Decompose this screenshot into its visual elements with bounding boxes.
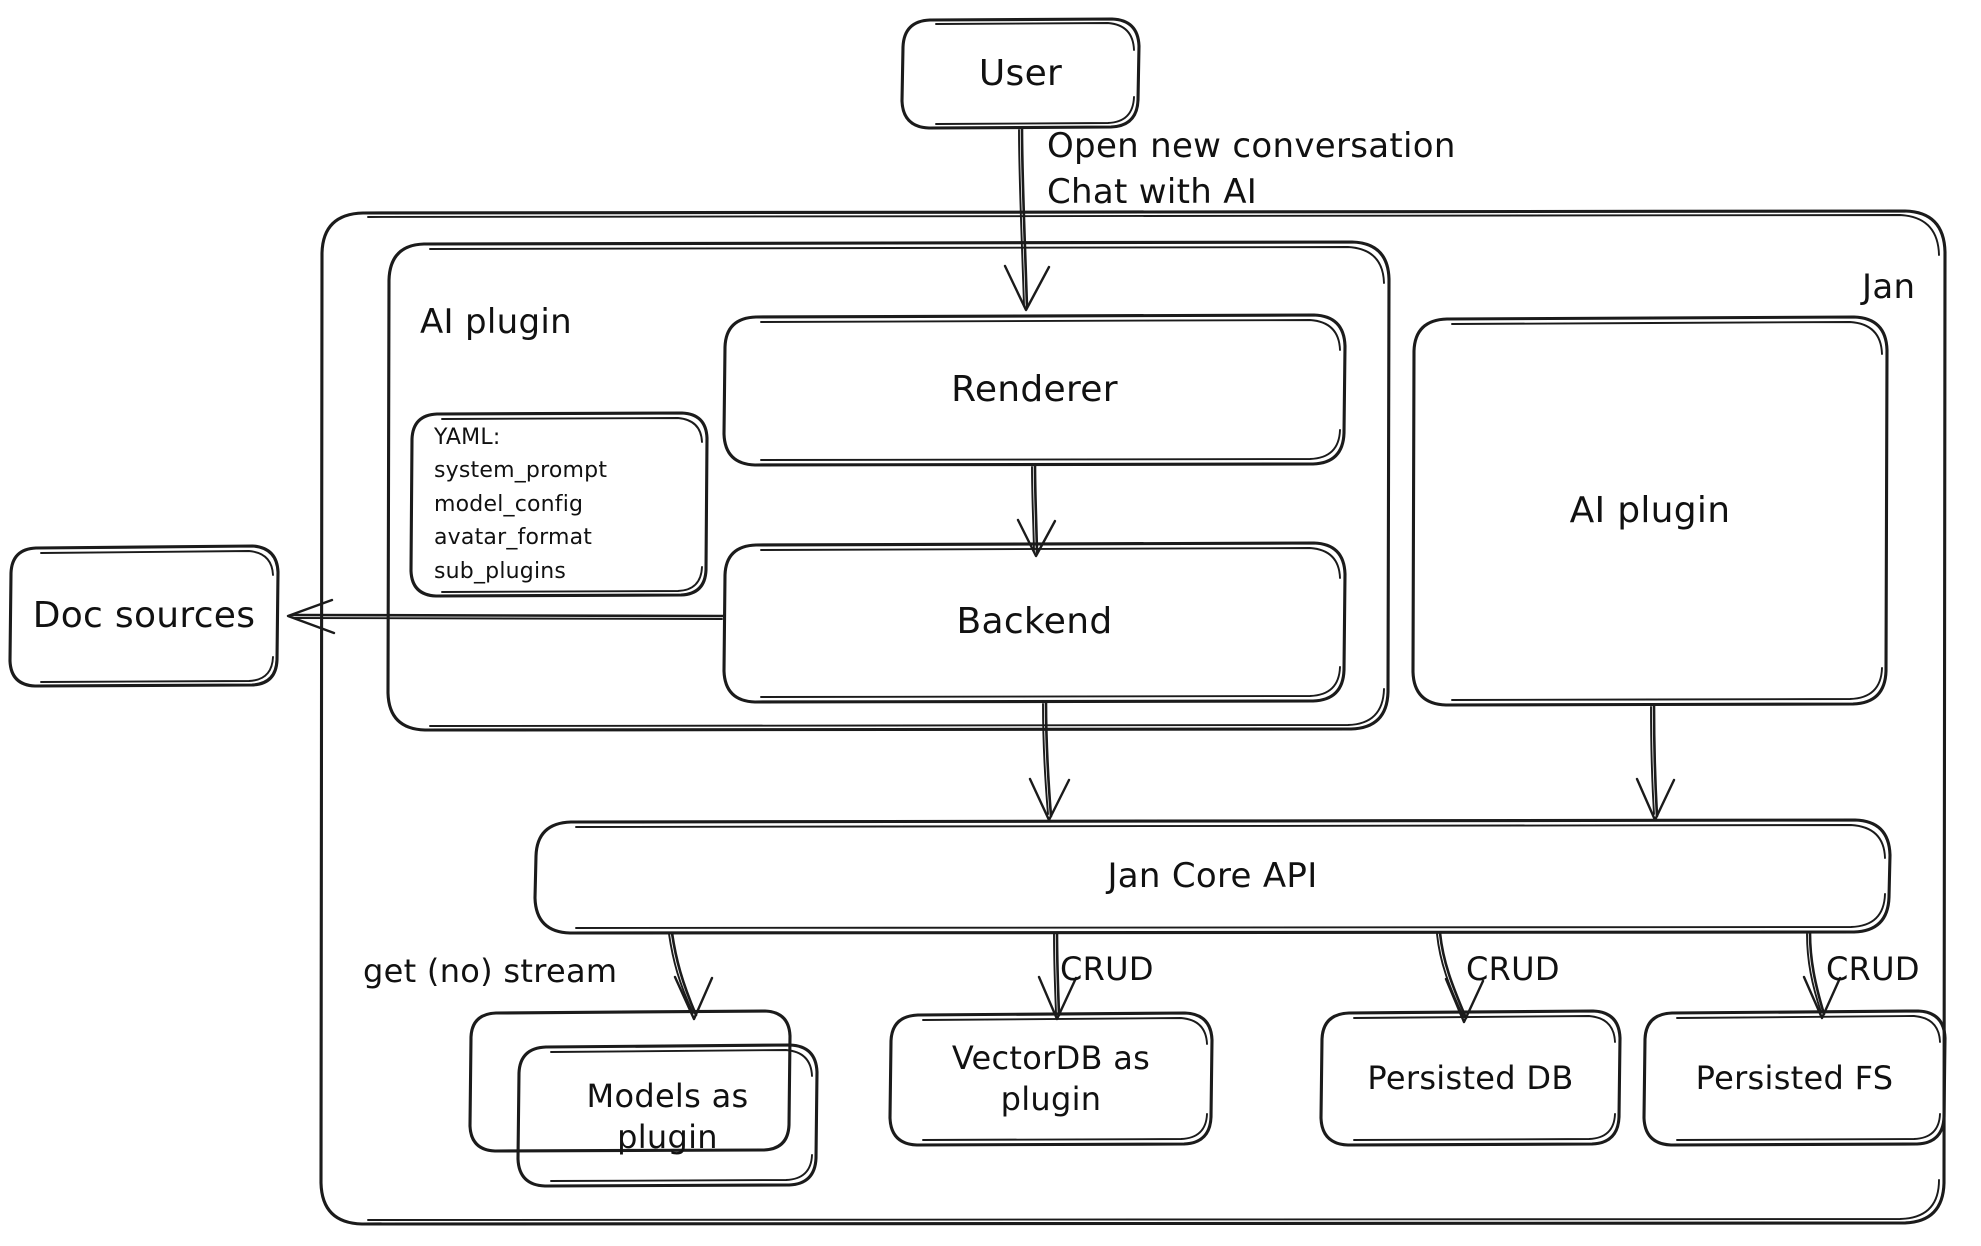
node-persisted-db[interactable]: Persisted DB [1367,1058,1574,1097]
edge-user-renderer [1003,126,1051,312]
node-user[interactable]: User [978,52,1063,94]
node-persisted-fs[interactable]: Persisted FS [1695,1058,1894,1097]
node-yaml-config[interactable]: YAML: system_prompt model_config avatar_… [434,425,608,584]
edge-label-crud-vectordb: CRUD [1060,950,1154,988]
edge-aiplugin-jancoreapi [1635,703,1676,822]
edge-label-crud-persisted-db: CRUD [1466,950,1560,988]
edge-label-user-to-renderer: Open new conversation Chat with AI [1047,126,1456,212]
node-doc-sources[interactable]: Doc sources [32,594,256,636]
edge-backend-jancoreapi [1028,700,1071,822]
edge-backend-docsources [286,598,726,635]
node-backend[interactable]: Backend [956,601,1113,643]
node-renderer[interactable]: Renderer [951,368,1118,410]
node-models-as-plugin[interactable]: Models as plugin [586,1076,749,1156]
group-label-jan: Jan [1862,267,1916,307]
edge-label-crud-persisted-fs: CRUD [1826,950,1920,988]
group-label-ai-plugin: AI plugin [420,302,572,342]
edge-label-get-no-stream: get (no) stream [363,952,618,990]
node-vectordb-as-plugin[interactable]: VectorDB as plugin [951,1039,1151,1118]
node-ai-plugin[interactable]: AI plugin [1569,489,1731,531]
node-jan-core-api[interactable]: Jan Core API [1107,855,1318,896]
